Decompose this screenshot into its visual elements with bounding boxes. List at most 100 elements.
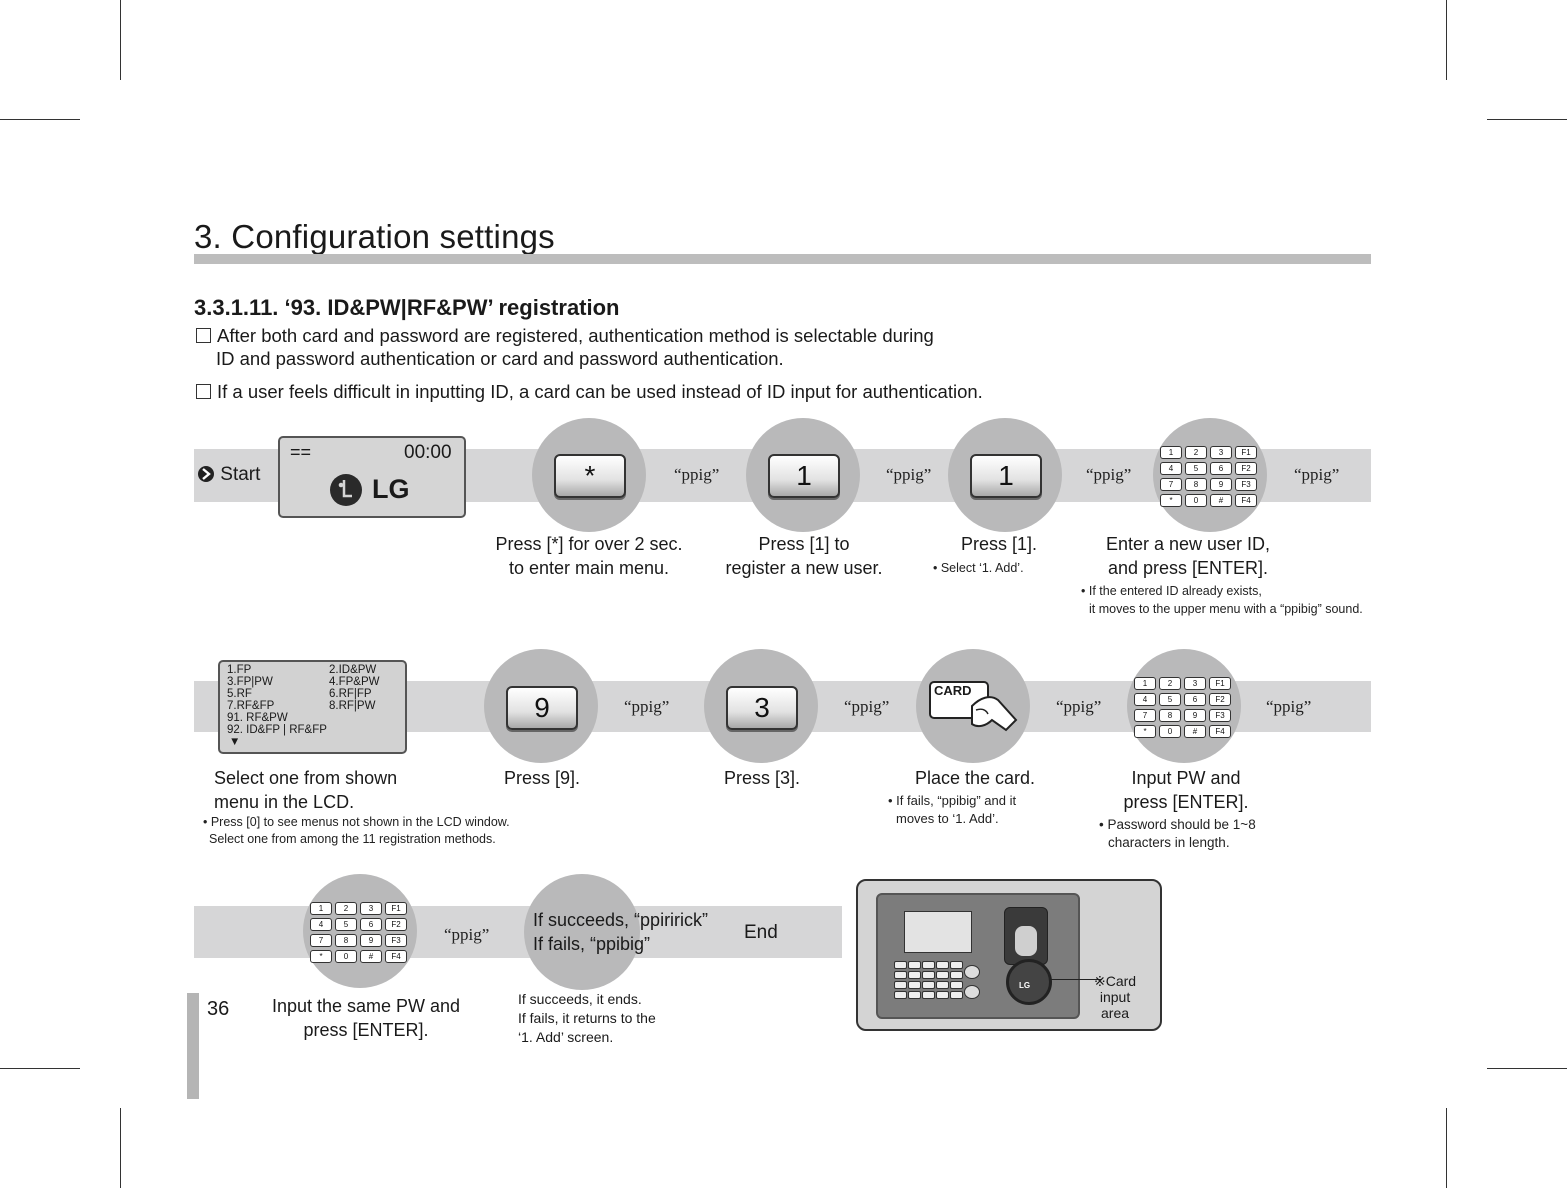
keypad-key[interactable]: 5: [1185, 462, 1207, 475]
device-key: [950, 991, 963, 999]
keypad-key[interactable]: F3: [1235, 478, 1257, 491]
step-circle: [303, 874, 417, 988]
star-key[interactable]: *: [554, 454, 626, 498]
device-key: [922, 981, 935, 989]
keypad-key[interactable]: 7: [1160, 478, 1182, 491]
key-3[interactable]: 3: [726, 686, 798, 730]
keypad-key[interactable]: 2: [1159, 677, 1181, 690]
device-key: [908, 991, 921, 999]
step-circle: [1153, 418, 1267, 532]
sound-label: “ppig”: [1294, 465, 1340, 484]
keypad-key[interactable]: 6: [1184, 693, 1206, 706]
step-circle: [1127, 649, 1241, 763]
step-note: Select one from among the 11 registratio…: [209, 832, 496, 846]
device-key: [950, 981, 963, 989]
crop-mark: [1487, 119, 1567, 120]
keypad-key[interactable]: 8: [335, 934, 357, 947]
section-heading: 3.3.1.11. ‘93. ID&PW|RF&PW’ registration: [194, 295, 620, 320]
step-note: • If fails, “ppibig” and it: [888, 793, 1017, 808]
fingerprint-sensor: [1004, 907, 1048, 965]
keypad-key[interactable]: 1: [1160, 446, 1182, 459]
keypad-key[interactable]: 8: [1185, 478, 1207, 491]
bullet-1: After both card and password are registe…: [196, 324, 934, 348]
keypad-key[interactable]: *: [1134, 725, 1156, 738]
keypad-key[interactable]: 8: [1159, 709, 1181, 722]
device-key: [922, 971, 935, 979]
keypad-key[interactable]: F4: [1235, 494, 1257, 507]
sound-label: “ppig”: [1266, 697, 1312, 716]
card-hand-icon: [929, 681, 1018, 732]
crop-mark: [0, 1068, 80, 1069]
keypad-key[interactable]: 6: [1210, 462, 1232, 475]
keypad-key[interactable]: #: [1210, 494, 1232, 507]
crop-mark: [120, 1108, 121, 1188]
keypad-key[interactable]: F1: [1209, 677, 1231, 690]
bullet-2: If a user feels difficult in inputting I…: [196, 380, 983, 404]
step-note: it moves to the upper menu with a “ppibi…: [1089, 602, 1363, 616]
device-key: [950, 971, 963, 979]
keypad-key[interactable]: F4: [385, 950, 407, 963]
keypad-key[interactable]: 3: [360, 902, 382, 915]
keypad-key[interactable]: 9: [1210, 478, 1232, 491]
device-button: [964, 985, 980, 999]
keypad-key[interactable]: 4: [1134, 693, 1156, 706]
keypad-key[interactable]: 0: [335, 950, 357, 963]
keypad-key[interactable]: 9: [1184, 709, 1206, 722]
keypad-key[interactable]: F4: [1209, 725, 1231, 738]
keypad-key[interactable]: 3: [1184, 677, 1206, 690]
step-caption: Press [1].: [960, 534, 1038, 554]
keypad-key[interactable]: 5: [1159, 693, 1181, 706]
keypad-key[interactable]: F1: [385, 902, 407, 915]
keypad-key[interactable]: 1: [1134, 677, 1156, 690]
keypad-key[interactable]: 4: [310, 918, 332, 931]
key-1[interactable]: 1: [768, 454, 840, 498]
keypad-key[interactable]: *: [1160, 494, 1182, 507]
step-note: • If the entered ID already exists,: [1081, 584, 1262, 598]
step-circle: [524, 874, 640, 990]
card-area-label: ※Card input area: [1094, 973, 1137, 1021]
keypad-key[interactable]: 7: [1134, 709, 1156, 722]
page-number: 36: [207, 998, 230, 1020]
lg-logo: LG: [328, 472, 428, 508]
keypad-key[interactable]: #: [360, 950, 382, 963]
sound-label: “ppig”: [886, 465, 932, 484]
step-caption: Place the card.: [914, 768, 1036, 788]
keypad-key[interactable]: 0: [1159, 725, 1181, 738]
keypad-key[interactable]: *: [310, 950, 332, 963]
keypad-key[interactable]: 9: [360, 934, 382, 947]
keypad-key[interactable]: F2: [1235, 462, 1257, 475]
keypad-key[interactable]: F2: [385, 918, 407, 931]
device-key: [908, 961, 921, 969]
keypad-key[interactable]: 1: [310, 902, 332, 915]
keypad-key[interactable]: 3: [1210, 446, 1232, 459]
keypad-key[interactable]: 2: [1185, 446, 1207, 459]
keypad-key[interactable]: 6: [360, 918, 382, 931]
result-notes: If succeeds, it ends. If fails, it retur…: [518, 991, 656, 1045]
title-rule: [194, 254, 1371, 264]
keypad-key[interactable]: #: [1184, 725, 1206, 738]
lcd-display: == 00:00 LG: [278, 436, 466, 518]
device-screen: [904, 911, 972, 953]
keypad-key[interactable]: 5: [335, 918, 357, 931]
keypad-key[interactable]: 7: [310, 934, 332, 947]
page-title: 3. Configuration settings: [194, 218, 555, 255]
device-key: [922, 991, 935, 999]
keypad-key[interactable]: F3: [1209, 709, 1231, 722]
key-1[interactable]: 1: [970, 454, 1042, 498]
checkbox-icon: [196, 384, 211, 399]
keypad-key[interactable]: 4: [1160, 462, 1182, 475]
keypad-key[interactable]: 0: [1185, 494, 1207, 507]
device-key: [894, 991, 907, 999]
device-key: [908, 981, 921, 989]
keypad-key[interactable]: F2: [1209, 693, 1231, 706]
keypad-key[interactable]: 2: [335, 902, 357, 915]
end-label: End: [744, 922, 778, 943]
key-9[interactable]: 9: [506, 686, 578, 730]
keypad-key[interactable]: F1: [1235, 446, 1257, 459]
keypad-key[interactable]: F3: [385, 934, 407, 947]
